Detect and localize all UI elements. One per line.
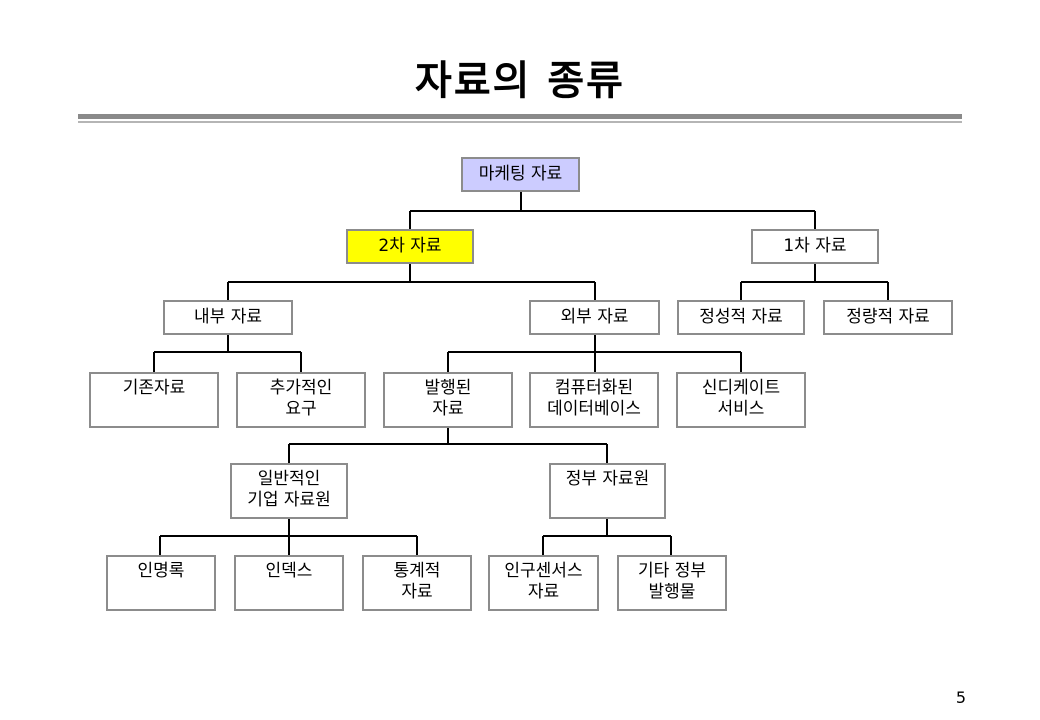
title-divider-thin	[78, 121, 962, 123]
node-census-data: 인구센서스 자료	[488, 555, 599, 611]
node-statistical-data: 통계적 자료	[362, 555, 472, 611]
node-existing-data: 기존자료	[89, 372, 219, 428]
node-directory: 인명록	[106, 555, 216, 611]
node-index: 인덱스	[234, 555, 344, 611]
node-marketing-data: 마케팅 자료	[461, 157, 580, 192]
node-primary-data: 1차 자료	[751, 229, 879, 264]
node-additional-requirements: 추가적인 요구	[236, 372, 366, 428]
node-computerized-database: 컴퓨터화된 데이터베이스	[529, 372, 659, 428]
title-divider	[78, 114, 962, 119]
node-quantitative-data: 정량적 자료	[823, 300, 953, 335]
node-secondary-data: 2차 자료	[346, 229, 474, 264]
page-number: 5	[955, 688, 966, 707]
node-government-sources: 정부 자료원	[549, 463, 666, 519]
page-title: 자료의 종류	[415, 58, 625, 104]
node-syndicated-service: 신디케이트 서비스	[676, 372, 806, 428]
node-external-data: 외부 자료	[529, 300, 660, 335]
node-other-government-publications: 기타 정부 발행물	[617, 555, 727, 611]
node-internal-data: 내부 자료	[163, 300, 293, 335]
node-general-business-sources: 일반적인 기업 자료원	[230, 463, 348, 519]
node-qualitative-data: 정성적 자료	[677, 300, 805, 335]
node-published-data: 발행된 자료	[383, 372, 513, 428]
